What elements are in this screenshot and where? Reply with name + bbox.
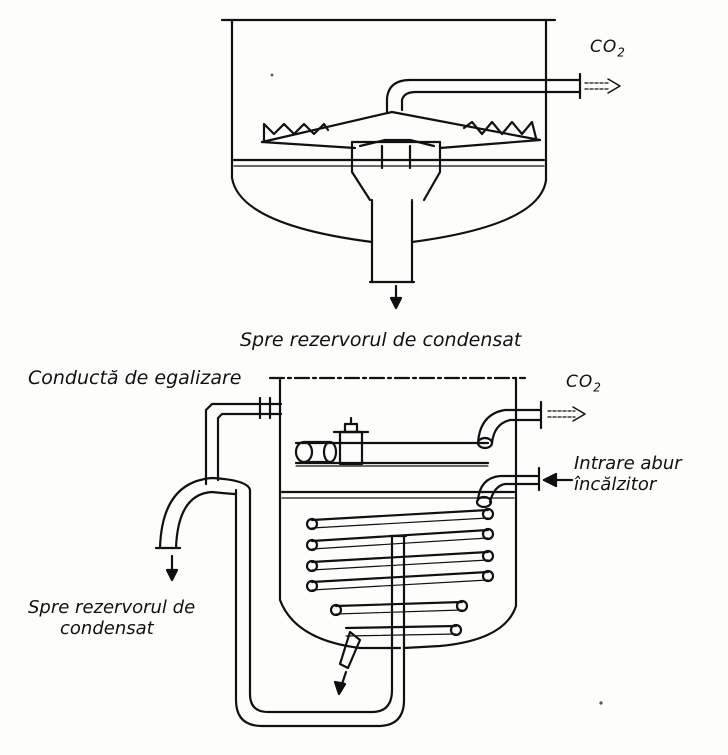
top-vessel	[220, 18, 557, 244]
equalizing-pipe	[154, 396, 283, 582]
top-outlet-pipe	[368, 198, 416, 310]
caption-to-condensate-tank: Spre rezervorul de condensat	[240, 329, 522, 351]
top-conical-distributor	[260, 110, 542, 202]
steam-inlet-label: Intrare abur încălzitor	[574, 453, 682, 495]
scan-specks	[270, 73, 603, 705]
top-co2-pipe	[385, 72, 621, 114]
drain-nozzle	[333, 630, 362, 696]
co2-bottom-label: CO2	[566, 372, 602, 395]
bottom-vessel	[268, 376, 527, 650]
u-loop-pipe	[234, 488, 408, 728]
co2-top-label: CO2	[590, 37, 626, 60]
steam-inlet-pipe	[475, 466, 574, 509]
equalizing-line-label: Conductă de egalizare	[28, 367, 242, 389]
heating-coil	[305, 507, 495, 637]
bottom-co2-pipe	[476, 400, 586, 450]
to-condensate-tank-label: Spre rezervorul de condensat	[28, 597, 196, 639]
bottom-float-assembly	[294, 416, 490, 467]
